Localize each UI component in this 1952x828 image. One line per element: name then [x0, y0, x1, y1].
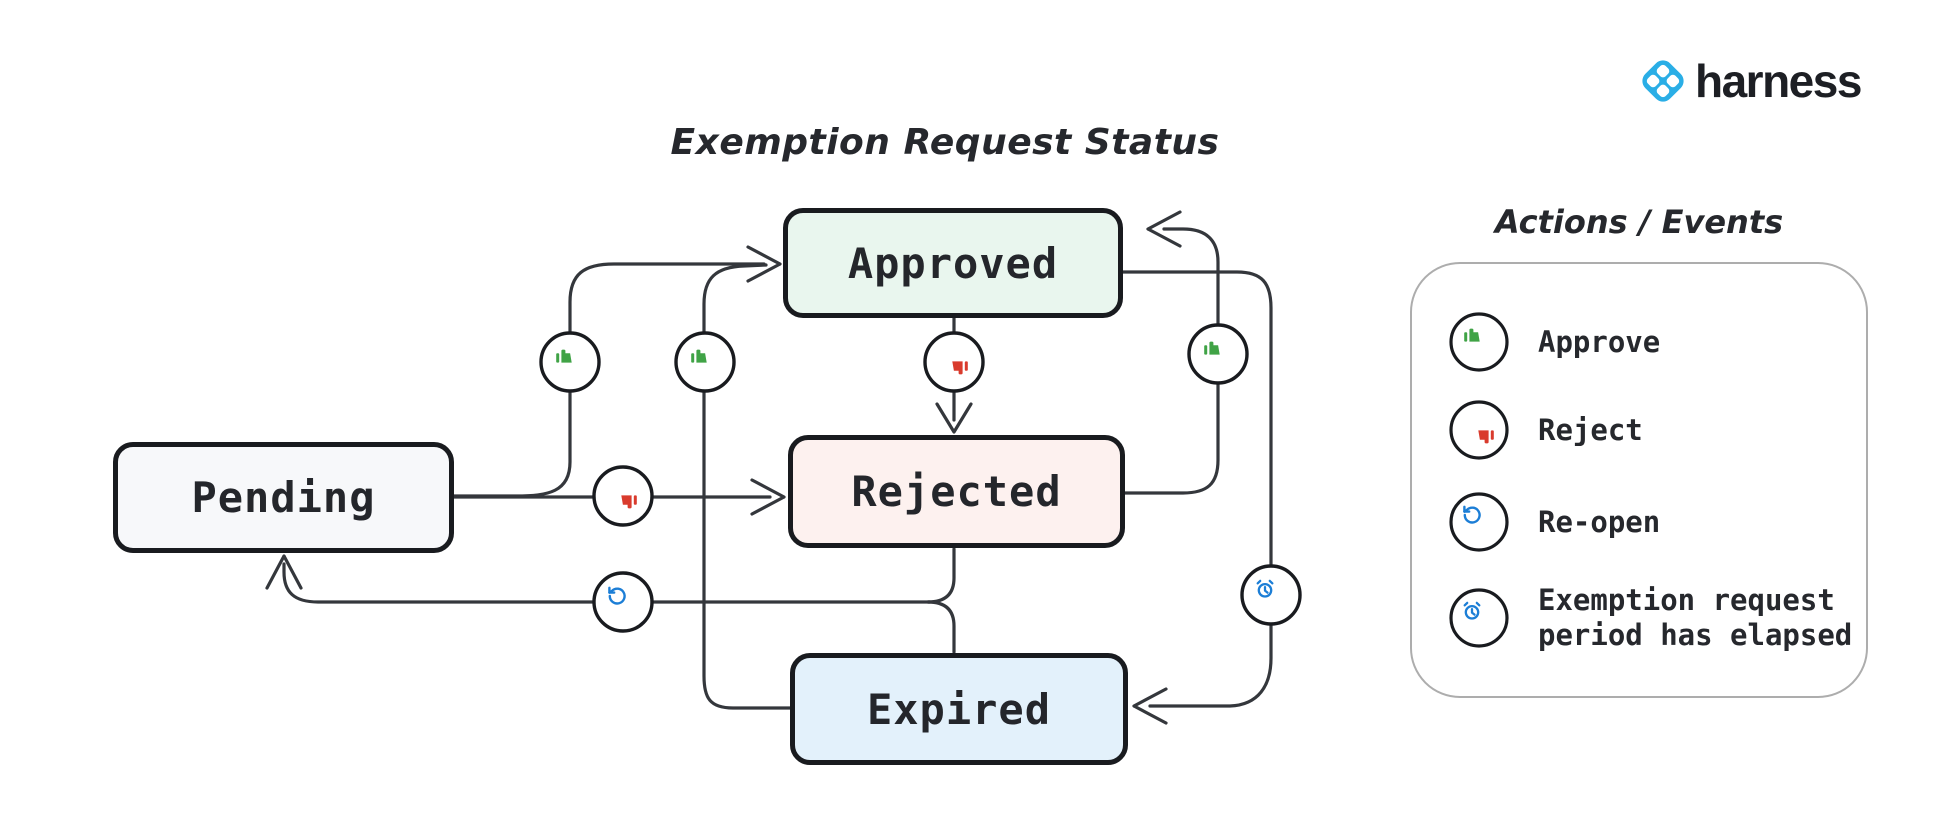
state-rejected: Rejected	[788, 435, 1125, 548]
state-approved: Approved	[783, 208, 1123, 318]
state-approved-label: Approved	[847, 238, 1059, 288]
state-pending-label: Pending	[191, 473, 376, 522]
harness-logo: harness	[1636, 54, 1862, 108]
edge-expired-approved	[702, 263, 792, 710]
state-expired-label: Expired	[866, 684, 1051, 734]
legend-item-reject: Reject	[1448, 399, 1643, 461]
alarm-clock-icon	[1449, 588, 1509, 648]
edge-pending-approved	[452, 262, 766, 498]
thumbs-up-icon	[1449, 312, 1509, 372]
state-rejected-label: Rejected	[851, 467, 1062, 516]
legend-item-label: Reject	[1538, 412, 1643, 447]
edge-approved-expired	[1121, 270, 1273, 708]
legend-item-reopen: Re-open	[1448, 491, 1660, 553]
harness-logo-icon	[1642, 60, 1684, 102]
thumbs-down-icon	[1449, 400, 1509, 460]
legend-item-label: Exemption request period has elapsed	[1538, 583, 1853, 652]
diagram-title: Exemption Request Status	[670, 122, 1220, 163]
legend-item-label: Re-open	[1538, 504, 1661, 539]
harness-wordmark: harness	[1695, 55, 1862, 107]
legend-item-label: Approve	[1538, 324, 1661, 359]
state-pending: Pending	[113, 442, 454, 553]
legend-item-approve: Approve	[1448, 311, 1660, 373]
rotate-ccw-icon	[1449, 492, 1509, 552]
edge-expired-reopen-stub	[926, 600, 956, 654]
state-expired: Expired	[790, 653, 1128, 765]
edge-reopen-pending	[282, 562, 932, 604]
legend-title: Actions / Events	[1494, 203, 1784, 241]
legend-box: Approve Reject Re-open Exemption request…	[1410, 262, 1868, 698]
edge-rejected-reopen-stub	[926, 547, 956, 604]
legend-item-elapsed: Exemption request period has elapsed	[1448, 583, 1868, 653]
